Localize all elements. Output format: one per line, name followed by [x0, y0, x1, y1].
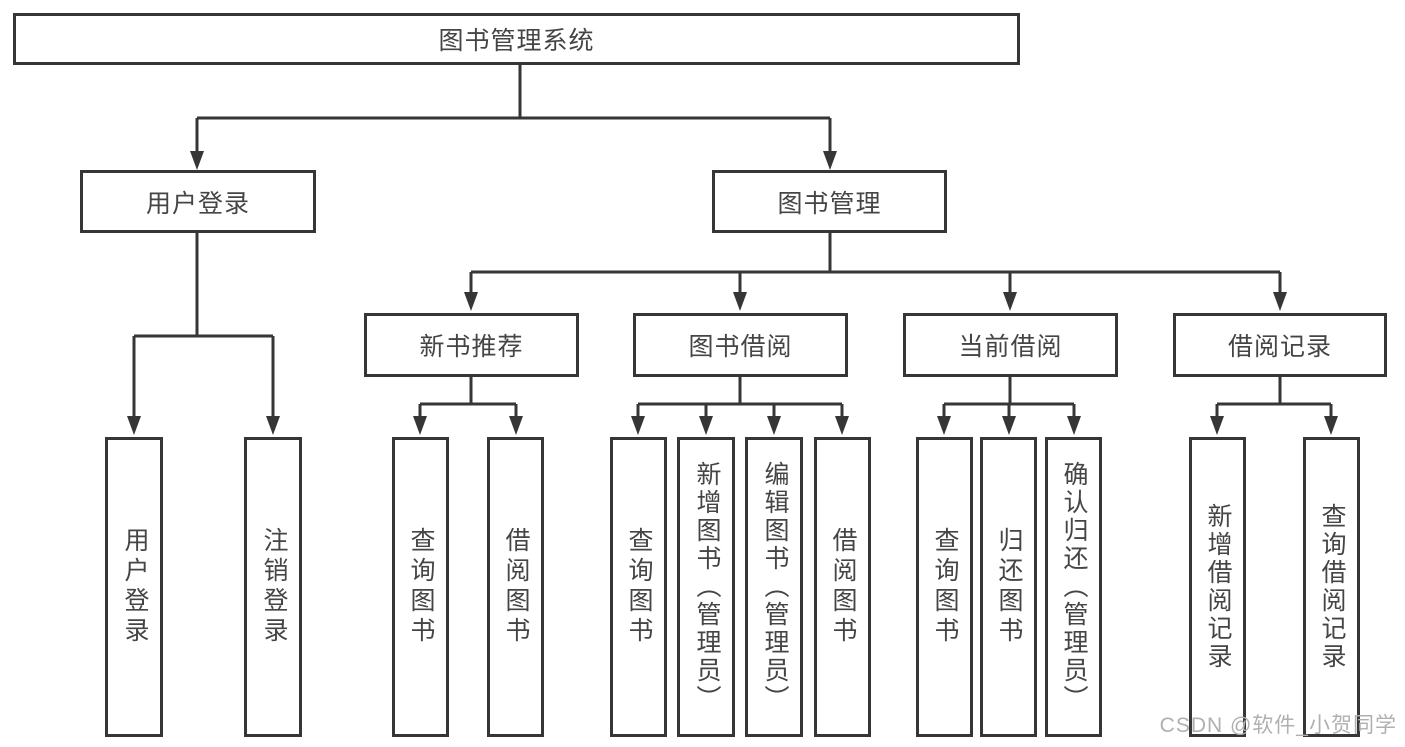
leaf-recommend-borrow-book: 借阅图书 [487, 437, 544, 737]
leaf-user-login: 用户登录 [105, 437, 163, 737]
node-current-borrow-label: 当前借阅 [958, 333, 1063, 361]
node-new-book-recommend-label: 新书推荐 [419, 333, 524, 361]
leaf-return-book: 归还图书 [980, 437, 1037, 737]
node-borrow-record-label: 借阅记录 [1227, 333, 1332, 361]
leaf-borrow-book: 借阅图书 [814, 437, 871, 737]
leaf-edit-book-admin: 编辑图书（管理员） [745, 437, 803, 737]
node-new-book-recommend: 新书推荐 [364, 313, 579, 377]
node-book-management-label: 图书管理 [777, 189, 882, 218]
node-book-borrow: 图书借阅 [633, 313, 848, 377]
node-book-management: 图书管理 [712, 170, 947, 233]
node-current-borrow: 当前借阅 [903, 313, 1118, 377]
node-borrow-record: 借阅记录 [1173, 313, 1387, 377]
leaf-query-borrow-record: 查询借阅记录 [1303, 437, 1360, 737]
leaf-add-book-admin: 新增图书（管理员） [677, 437, 735, 737]
node-root-system: 图书管理系统 [13, 13, 1020, 65]
node-user-login: 用户登录 [80, 170, 316, 233]
csdn-watermark: CSDN @软件_小贺同学 [1159, 714, 1397, 737]
leaf-borrow-query-book: 查询图书 [610, 437, 667, 737]
leaf-logout: 注销登录 [244, 437, 302, 737]
leaf-current-query-book: 查询图书 [916, 437, 973, 737]
node-book-borrow-label: 图书借阅 [688, 333, 793, 361]
leaf-add-borrow-record: 新增借阅记录 [1189, 437, 1246, 737]
node-root-system-label: 图书管理系统 [438, 27, 595, 55]
node-user-login-label: 用户登录 [145, 189, 250, 218]
leaf-recommend-query-book: 查询图书 [392, 437, 449, 737]
leaf-confirm-return-admin: 确认归还（管理员） [1045, 437, 1102, 737]
